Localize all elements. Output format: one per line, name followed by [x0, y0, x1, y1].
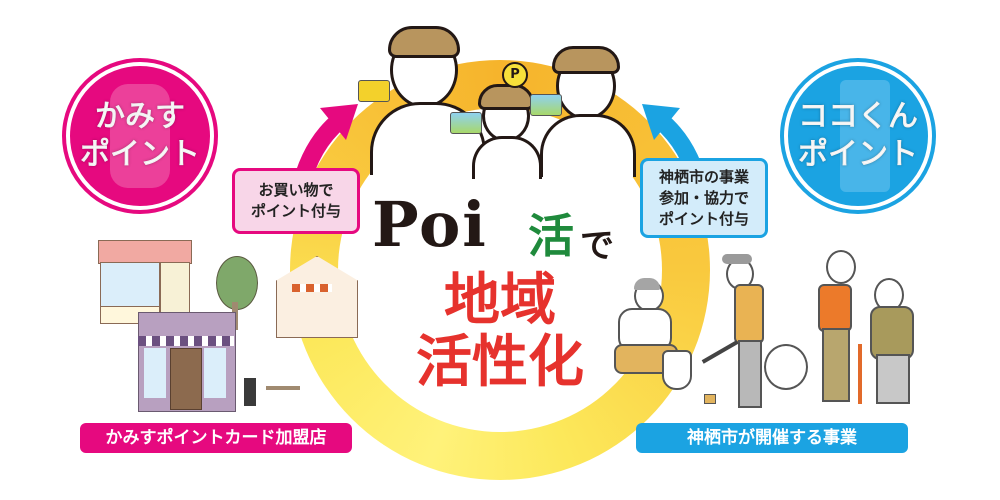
point-coin-icon: P — [502, 62, 528, 88]
volunteers-illustration — [604, 240, 934, 420]
title-poi: Poi — [372, 188, 488, 261]
shops-illustration — [98, 236, 368, 416]
kamisu-card-icon — [358, 80, 390, 102]
badge-line1: かみす — [95, 99, 186, 135]
callout-line: 神栖市の事業 — [658, 168, 749, 186]
callout-line: ポイント付与 — [250, 202, 341, 220]
family-illustration: P — [350, 20, 660, 179]
city-events-label: 神栖市が開催する事業 — [636, 423, 908, 453]
badge-line1: ココくん — [798, 99, 919, 135]
title-katsu: 活 — [528, 209, 574, 263]
badge-line2: ポイント — [80, 137, 201, 173]
kamisu-point-badge: かみす ポイント — [66, 62, 214, 210]
point-card-icon — [450, 112, 482, 134]
title-chiiki: 地域 — [444, 268, 556, 333]
callout-line: ポイント付与 — [658, 210, 749, 228]
shopping-points-callout: お買い物で ポイント付与 — [232, 168, 360, 234]
kamisu-member-stores-label: かみすポイントカード加盟店 — [80, 423, 352, 453]
badge-line2: ポイント — [798, 137, 919, 173]
point-card-icon — [530, 94, 562, 116]
title-de: で — [580, 226, 614, 266]
kokokun-point-badge: ココくん ポイント — [784, 62, 932, 210]
callout-line: お買い物で — [258, 181, 334, 199]
title-kasseika: 活性化 — [416, 330, 584, 395]
city-project-points-callout: 神栖市の事業 参加・協力で ポイント付与 — [640, 158, 768, 238]
callout-line: 参加・協力で — [658, 189, 749, 207]
